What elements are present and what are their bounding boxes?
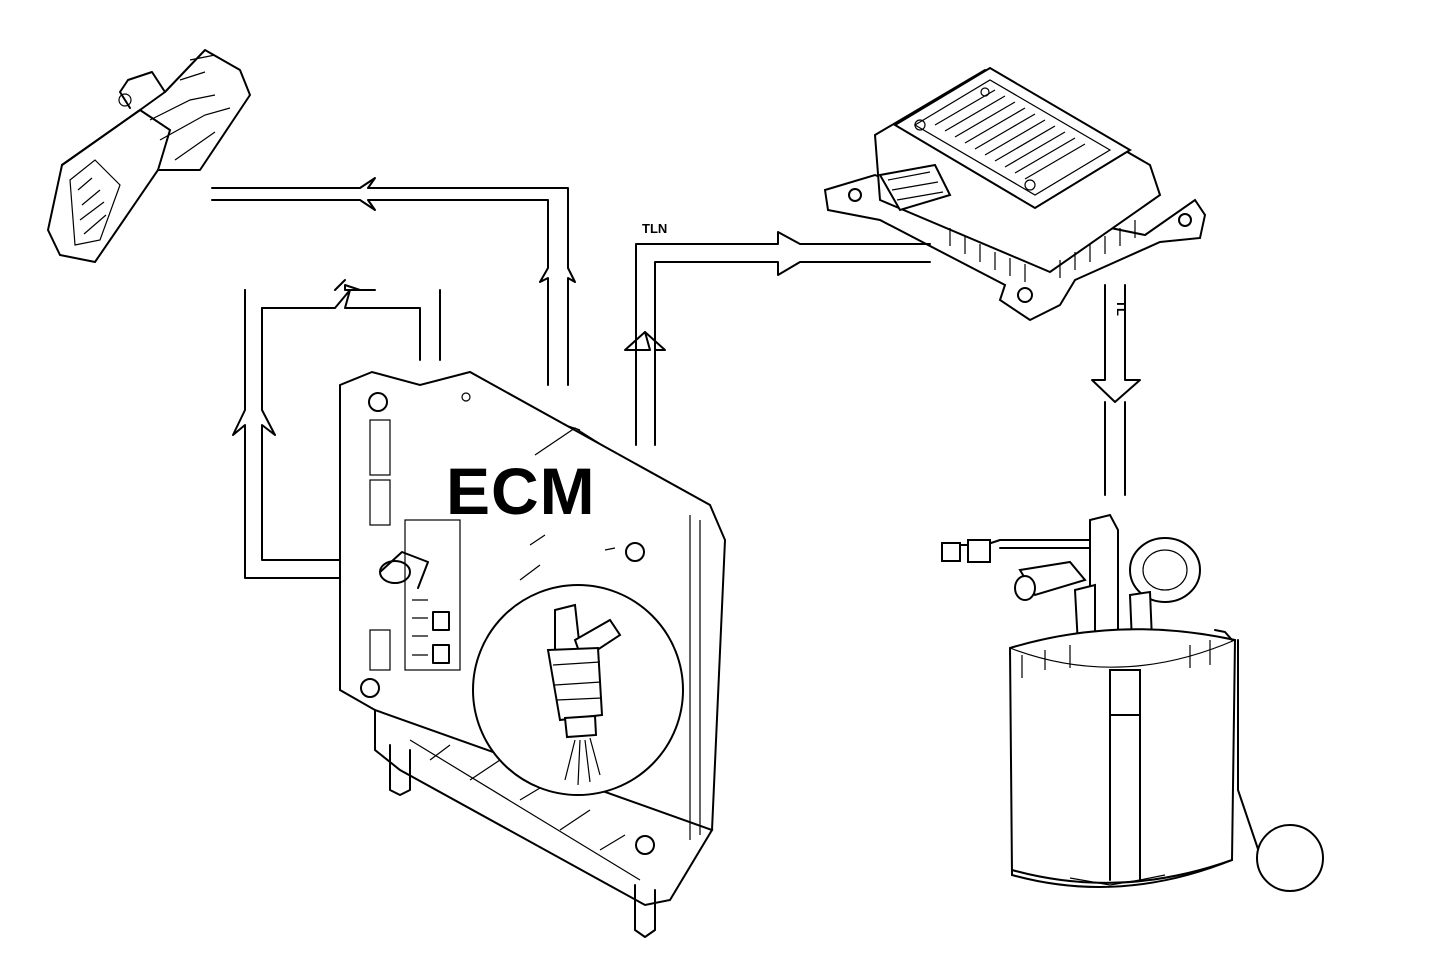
control-module-icon bbox=[823, 66, 1207, 322]
fuel-injector-icon bbox=[472, 584, 684, 796]
signal-arrow-sensor-to-ecm bbox=[211, 177, 576, 386]
signal-label-vertical: TL bbox=[1114, 300, 1129, 316]
ecm-label: ECM bbox=[446, 454, 596, 528]
signal-arrow-module-to-pump bbox=[1091, 284, 1141, 496]
signal-label-top: TLN bbox=[642, 221, 668, 236]
signal-arrow-ecm-to-module bbox=[624, 231, 931, 446]
sensor-connector-icon bbox=[46, 49, 251, 264]
signal-arrow-ecm-loop bbox=[232, 279, 441, 579]
fuel-pump-icon bbox=[941, 513, 1324, 892]
